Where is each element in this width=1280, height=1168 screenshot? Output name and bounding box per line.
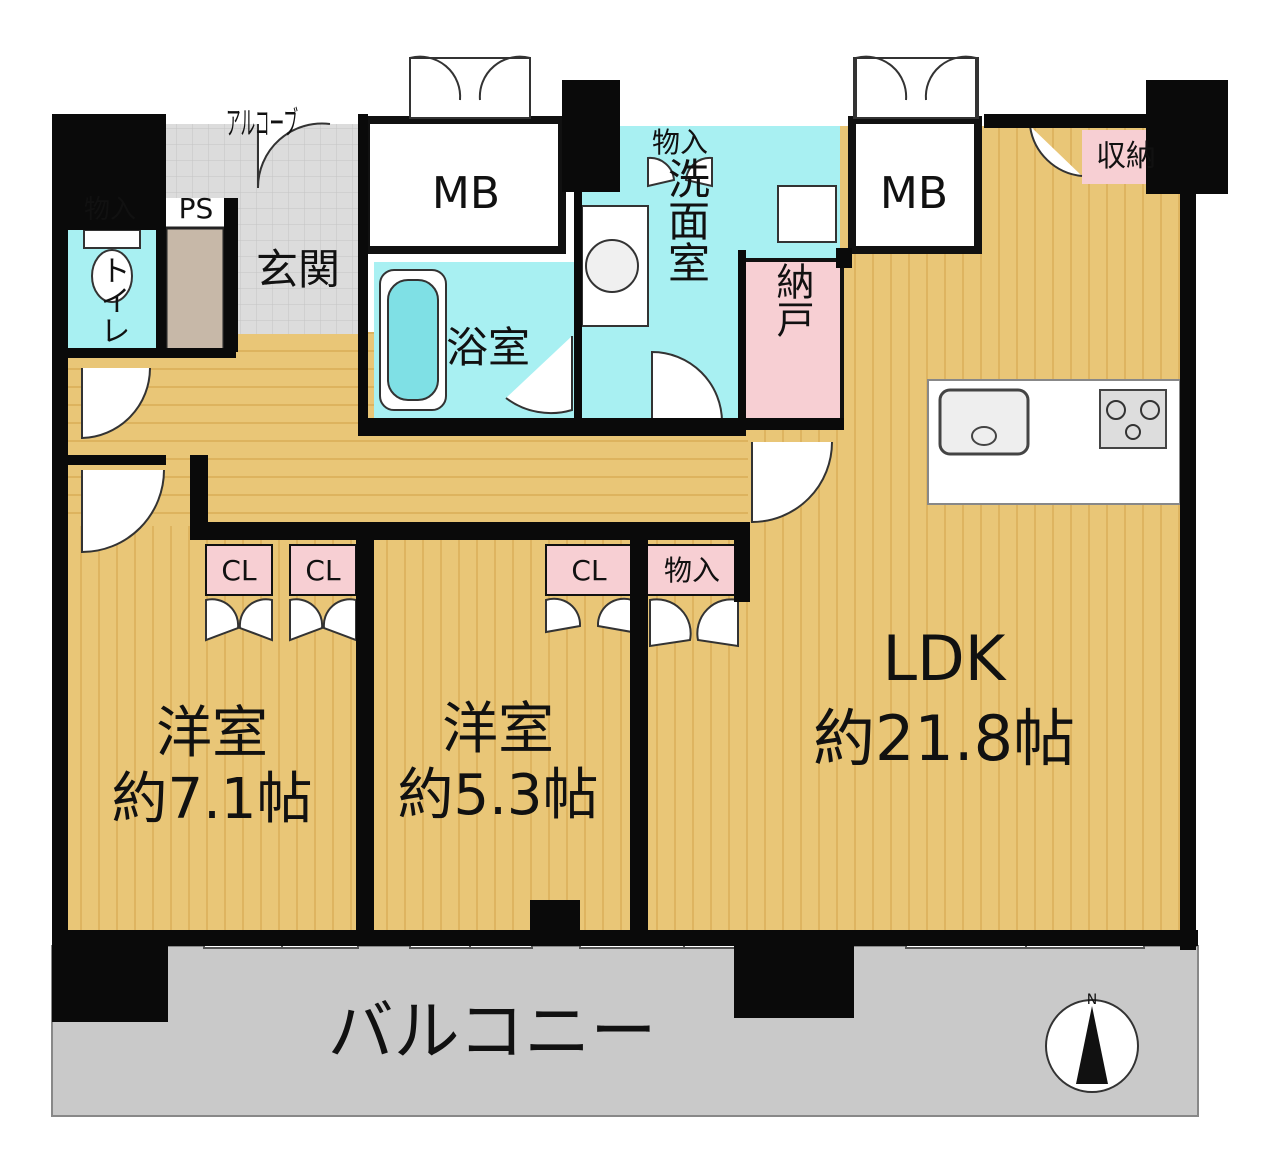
- cl1-box: [205, 544, 273, 596]
- balcony-label: バルコニー: [328, 993, 657, 1070]
- ldk-name: LDK: [883, 622, 1007, 695]
- burner-3: [1125, 424, 1141, 440]
- storage-kitchen-label: 収納: [1096, 139, 1156, 174]
- cl3-label: CL: [571, 554, 607, 587]
- storage-hall-box: [645, 544, 739, 596]
- storage-hall-label: 物入: [664, 554, 720, 587]
- washroom-label: 洗面室: [662, 157, 711, 283]
- sink-drain: [971, 426, 997, 446]
- bath-label: 浴室: [446, 323, 530, 372]
- burner-2: [1140, 400, 1160, 420]
- walls: [52, 80, 1228, 1022]
- mb-right-label: MB: [880, 168, 948, 219]
- mb-right-box: [848, 116, 982, 254]
- door-swing-ldk: [751, 441, 833, 524]
- western-room-1-name: 洋室: [156, 701, 268, 766]
- toilet-tank: [83, 229, 141, 249]
- door-swing-washroom: [651, 350, 723, 423]
- wash-basin: [585, 239, 639, 293]
- compass-needle-icon: [1076, 1006, 1108, 1084]
- cl3-box: [545, 544, 633, 596]
- door-swing-toilet: [81, 367, 151, 440]
- ps-shaft: [164, 226, 226, 354]
- door-swing-storage: [1029, 125, 1083, 177]
- entrance-floor: [236, 198, 362, 334]
- door-swing-room1: [81, 469, 165, 554]
- cl2-label: CL: [305, 554, 341, 587]
- storage-toilet-label: 物入: [84, 195, 136, 225]
- closet-room-label: 納戸: [770, 262, 814, 338]
- western-room-1-size: 約7.1帖: [111, 767, 312, 832]
- burner-1: [1106, 400, 1126, 420]
- toilet-label: トイレ: [95, 255, 130, 345]
- washing-machine-pan: [777, 185, 837, 243]
- mb-left-label: MB: [432, 168, 500, 219]
- toilet-bowl: [91, 249, 133, 303]
- closet-room-box: [740, 258, 844, 422]
- western-room-2-size: 約5.3帖: [397, 763, 598, 828]
- ps-label: PS: [179, 192, 214, 225]
- north-compass: N: [1045, 992, 1139, 1093]
- closet-doors: [205, 156, 739, 648]
- cl1-label: CL: [221, 554, 257, 587]
- sink: [938, 388, 1030, 456]
- entrance-label: 玄関: [256, 245, 340, 294]
- western-room-2-floor: [372, 540, 634, 935]
- western-room-2-name: 洋室: [442, 697, 554, 762]
- bathtub-water: [387, 279, 439, 401]
- mb-left-doors: [409, 55, 531, 119]
- storage-wash-label: 物入: [652, 126, 708, 159]
- alcove-label-line1: アルコーブ: [226, 104, 298, 142]
- door-swing-bath: [505, 336, 573, 415]
- balcony-area: [51, 945, 1199, 1117]
- door-swing-entrance: [256, 122, 331, 189]
- ldk-size: 約21.8帖: [813, 702, 1075, 775]
- mb-right-doors: [853, 55, 979, 119]
- compass-label: N: [1087, 992, 1097, 1008]
